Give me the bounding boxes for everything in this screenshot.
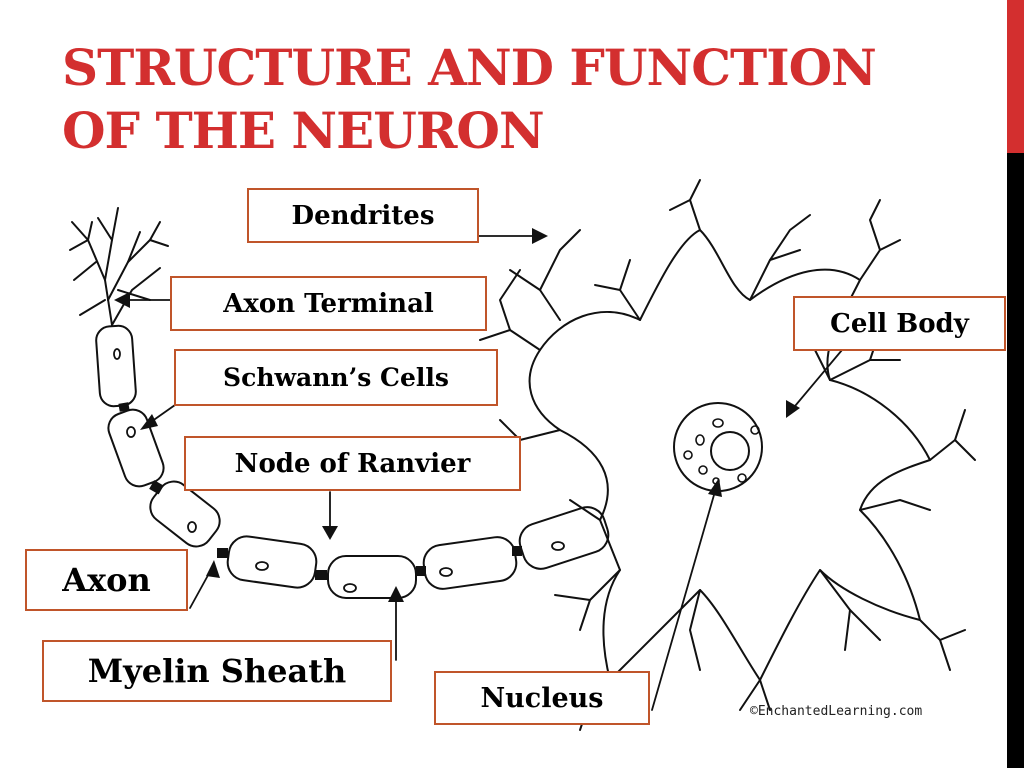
label-nucleus: Nucleus (434, 671, 650, 725)
label-dendrites-text: Dendrites (291, 200, 435, 231)
label-axon-terminal: Axon Terminal (170, 276, 487, 331)
label-cell-body: Cell Body (793, 296, 1006, 351)
schwann-nuclei (113, 348, 565, 593)
label-axon-text: Axon (62, 561, 151, 599)
label-nucleus-text: Nucleus (480, 682, 604, 714)
accent-bar-red (1007, 0, 1024, 153)
arrowheads (114, 228, 800, 602)
label-schwanns-cells: Schwann’s Cells (174, 349, 498, 406)
label-myelin-sheath: Myelin Sheath (42, 640, 392, 702)
label-dendrites: Dendrites (247, 188, 479, 243)
label-schwanns-cells-text: Schwann’s Cells (223, 363, 449, 392)
label-axon-terminal-text: Axon Terminal (223, 288, 434, 319)
slide-title: STRUCTURE AND FUNCTION OF THE NEURON (62, 36, 877, 162)
copyright-credit: ©EnchantedLearning.com (750, 704, 923, 719)
label-cell-body-text: Cell Body (830, 308, 969, 339)
label-node-of-ranvier-text: Node of Ranvier (234, 448, 471, 479)
axon-terminal-branches (69, 207, 169, 326)
accent-bar-black (1007, 153, 1024, 768)
label-node-of-ranvier: Node of Ranvier (184, 436, 521, 491)
title-line-1: STRUCTURE AND FUNCTION (62, 38, 877, 97)
nucleus-shape (683, 418, 760, 485)
label-axon: Axon (25, 549, 188, 611)
label-myelin-sheath-text: Myelin Sheath (87, 652, 347, 690)
leader-lines (123, 235, 843, 711)
title-line-2: OF THE NEURON (62, 101, 545, 160)
cell-body-dendrites (479, 179, 976, 731)
nodes-of-ranvier (118, 402, 522, 580)
myelin-segments (95, 324, 610, 599)
